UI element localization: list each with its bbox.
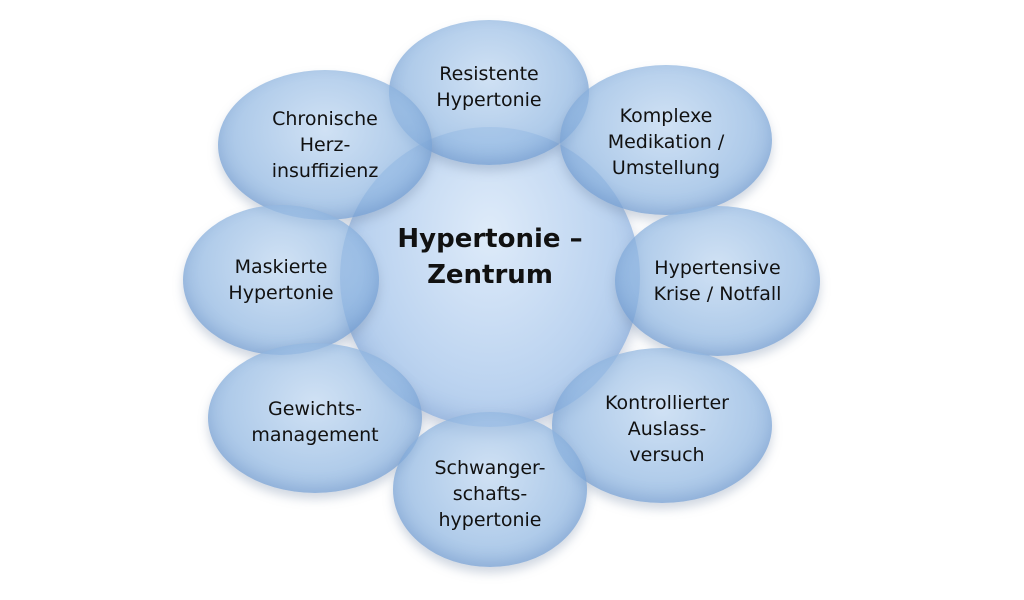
bubble-label: Maskierte Hypertonie: [228, 256, 334, 304]
bubble-label: Komplexe Medikation / Umstellung: [607, 105, 725, 179]
center-label: Hypertonie – Zentrum: [397, 224, 583, 290]
bubble-label: Chronische Herz- insuffizienz: [271, 108, 379, 182]
bubble-label: Kontrollierter Auslass- versuch: [605, 391, 729, 466]
bubble-hypertensive-krise: Hypertensive Krise / Notfall: [615, 206, 820, 356]
bubble-chronische-herzinsuffizienz: Chronische Herz- insuffizienz: [218, 70, 432, 220]
bubble-label: Resistente Hypertonie: [436, 62, 542, 111]
bubble-kontrollierter-auslassversuch: Kontrollierter Auslass- versuch: [552, 348, 772, 503]
bubble-label: Gewichts- management: [251, 398, 379, 446]
bubble-maskierte-hypertonie: Maskierte Hypertonie: [183, 205, 379, 355]
bubble-schwangerschaftshypertonie: Schwanger- schafts- hypertonie: [393, 412, 587, 567]
bubble-label: Hypertensive Krise / Notfall: [653, 257, 782, 305]
bubble-label: Schwanger- schafts- hypertonie: [434, 456, 546, 531]
bubble-gewichtsmanagement: Gewichts- management: [208, 343, 422, 493]
bubble-komplexe-medikation: Komplexe Medikation / Umstellung: [560, 65, 772, 215]
